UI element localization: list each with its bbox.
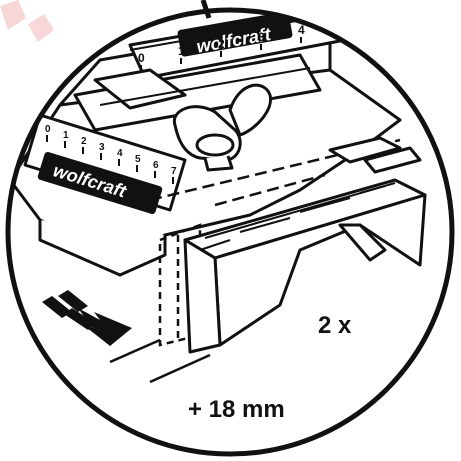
top-scale-number: 3 (258, 30, 265, 44)
block-previous-position (158, 223, 202, 347)
left-rail (23, 113, 187, 214)
left-scale-number: 3 (99, 142, 105, 153)
top-scale-number: 2 (218, 37, 225, 51)
left-scale-number: 0 (45, 124, 51, 135)
left-scale-number: 5 (135, 154, 141, 165)
move-arrow (42, 290, 132, 346)
wing-nut (172, 83, 272, 172)
slider-track (73, 53, 322, 132)
left-scale-number: 4 (117, 148, 123, 159)
quantity-label: 2 x (318, 312, 352, 339)
left-scale-number: 6 (153, 160, 159, 171)
left-scale-number: 1 (63, 130, 69, 141)
magnifier-circle (5, 7, 455, 457)
spacer-block (183, 136, 427, 354)
offset-label: + 18 mm (188, 396, 285, 423)
distance-lines (109, 338, 211, 384)
top-scale-labels: 0 1 2 3 4 (138, 23, 305, 71)
left-scale-number: 2 (81, 136, 87, 147)
top-scale-number: 1 (178, 44, 185, 58)
block-top-dashed (149, 138, 401, 202)
top-scale-number: 4 (298, 23, 305, 37)
top-scale-number: 0 (138, 51, 145, 65)
watermark (0, 0, 54, 42)
left-scale-labels: 0 1 2 3 4 5 6 7 (45, 124, 177, 184)
left-scale-number: 7 (171, 166, 177, 177)
block-top-dashed-2 (214, 173, 326, 207)
